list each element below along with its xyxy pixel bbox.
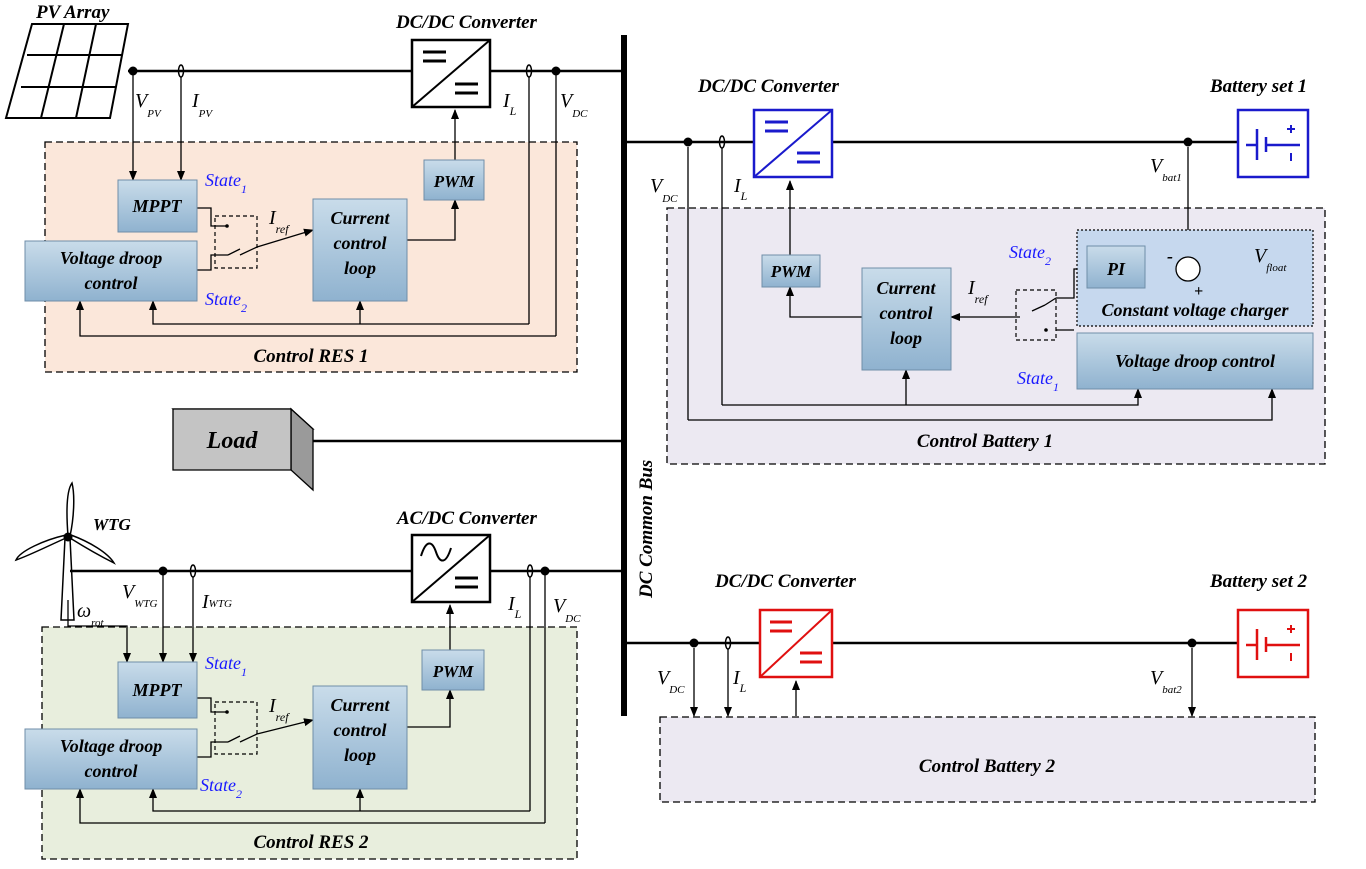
acdc-converter-label: AC/DC Converter: [396, 508, 537, 529]
battery-set-1-label: Battery set 1: [1209, 76, 1307, 97]
acdc-converter-icon: [410, 533, 492, 604]
battery1-cc-line1: Current: [876, 278, 936, 298]
res1-vdroop-line1: Voltage droop: [60, 248, 163, 268]
res2-voltage-droop-block: [24, 728, 198, 790]
res2-vdroop-line1: Voltage droop: [60, 736, 163, 756]
res2-current-control-block: [312, 685, 408, 790]
battery2-icon: [1236, 608, 1310, 679]
res1-cc-line2: control: [333, 233, 386, 253]
res1-state1-label: State1: [205, 170, 247, 196]
res2-vdc-node: [540, 566, 550, 576]
battery2-dcdc-converter-icon: [758, 608, 834, 679]
battery1-iref-label: Iref: [967, 277, 989, 306]
pi-block: [1086, 245, 1146, 289]
res2-state1-label: State1: [205, 653, 247, 679]
battery2-il-label: IL: [732, 667, 747, 695]
res2-il-label: IL: [507, 593, 522, 621]
res1-vdroop-line2: control: [84, 273, 137, 293]
res1-state2-label: State2: [205, 289, 247, 315]
battery2-converter-label: DC/DC Converter: [714, 571, 857, 592]
sum-plus-sign: +: [1194, 283, 1203, 300]
res2-state-switch-icon: [214, 701, 258, 755]
vbat2-label: Vbat2: [1150, 667, 1182, 696]
res1-vdc-label: VDC: [560, 90, 588, 120]
i-pv-label: IPV: [191, 90, 213, 120]
res2-cc-line3: loop: [344, 745, 376, 765]
res1-iref-label: Iref: [268, 207, 290, 236]
cv-charger-label: Constant voltage charger: [1101, 300, 1289, 320]
res2-state2-label: State2: [200, 775, 242, 801]
pv-array-label: PV Array: [35, 2, 110, 23]
battery1-pwm-label: PWM: [770, 262, 813, 281]
v-pv-label: VPV: [135, 90, 162, 120]
res2-vdroop-line2: control: [84, 761, 137, 781]
control-res-2-label: Control RES 2: [253, 832, 369, 853]
battery-set-2-label: Battery set 2: [1209, 571, 1308, 592]
omega-rot-label: ωrot: [77, 600, 104, 629]
res2-cc-line1: Current: [330, 695, 390, 715]
battery1-voltage-droop-block: [1076, 332, 1314, 390]
control-res-1-label: Control RES 1: [253, 346, 368, 367]
pv-array-icon: [4, 23, 130, 119]
wtg-label: WTG: [93, 515, 132, 534]
battery1-icon: [1236, 108, 1310, 179]
res1-voltage-droop-block: [24, 240, 198, 302]
res2-mppt-label: MPPT: [132, 680, 183, 700]
res1-cc-line3: loop: [344, 258, 376, 278]
res2-pwm-label: PWM: [432, 662, 475, 681]
res1-mppt-label: MPPT: [132, 196, 183, 216]
res1-cc-line1: Current: [330, 208, 390, 228]
battery1-cc-line3: loop: [890, 328, 922, 348]
battery1-vdroop-label: Voltage droop control: [1115, 351, 1275, 371]
vfloat-label: Vfloat: [1254, 245, 1287, 274]
v-wtg-label: VWTG: [122, 581, 157, 610]
wind-turbine-icon: [14, 481, 116, 621]
dc-bus-label: DC Common Bus: [636, 460, 657, 599]
battery1-dcdc-converter-icon: [752, 108, 834, 179]
res1-state-switch-icon: [214, 215, 258, 269]
battery1-converter-label: DC/DC Converter: [697, 76, 840, 97]
battery1-il-label: IL: [733, 175, 748, 203]
battery1-pwm-block: [761, 254, 821, 288]
battery2-vdc-label: VDC: [657, 667, 685, 696]
battery1-vbat-node: [1183, 137, 1193, 147]
res1-converter-label: DC/DC Converter: [395, 12, 538, 33]
battery1-state1-label: State1: [1017, 368, 1059, 394]
battery1-state2-label: State2: [1009, 242, 1051, 268]
load-box-icon: [171, 407, 315, 492]
res2-pwm-block: [421, 649, 485, 691]
res2-vdc-label: VDC: [553, 595, 581, 625]
res1-current-control-block: [312, 198, 408, 302]
res2-iref-label: Iref: [268, 695, 290, 724]
res1-pwm-block: [423, 159, 485, 201]
control-battery-2-panel: [659, 716, 1316, 803]
summing-junction-icon: [1175, 256, 1201, 282]
res1-mppt-block: [117, 179, 198, 233]
control-battery-2-label: Control Battery 2: [919, 756, 1056, 777]
sum-minus-sign: -: [1167, 246, 1173, 266]
vbat1-label: Vbat1: [1150, 155, 1182, 184]
battery2-vbat-node: [1187, 638, 1197, 648]
battery1-cc-line2: control: [879, 303, 932, 323]
battery1-state-switch-icon: [1015, 289, 1057, 341]
battery1-current-control-block: [861, 267, 952, 371]
battery1-vdc-node: [683, 137, 693, 147]
pi-label: PI: [1106, 259, 1126, 279]
res2-cc-line2: control: [333, 720, 386, 740]
i-wtg-label: IWTG: [201, 591, 232, 613]
control-battery-1-label: Control Battery 1: [917, 431, 1053, 452]
load-label: Load: [206, 428, 259, 454]
res1-dcdc-converter-icon: [410, 38, 492, 109]
battery1-vdc-label: VDC: [650, 175, 678, 205]
res2-mppt-block: [117, 661, 198, 719]
battery2-vdc-node: [689, 638, 699, 648]
res1-pwm-label: PWM: [433, 172, 476, 191]
res1-vdc-node: [551, 66, 561, 76]
res1-il-label: IL: [502, 90, 517, 118]
